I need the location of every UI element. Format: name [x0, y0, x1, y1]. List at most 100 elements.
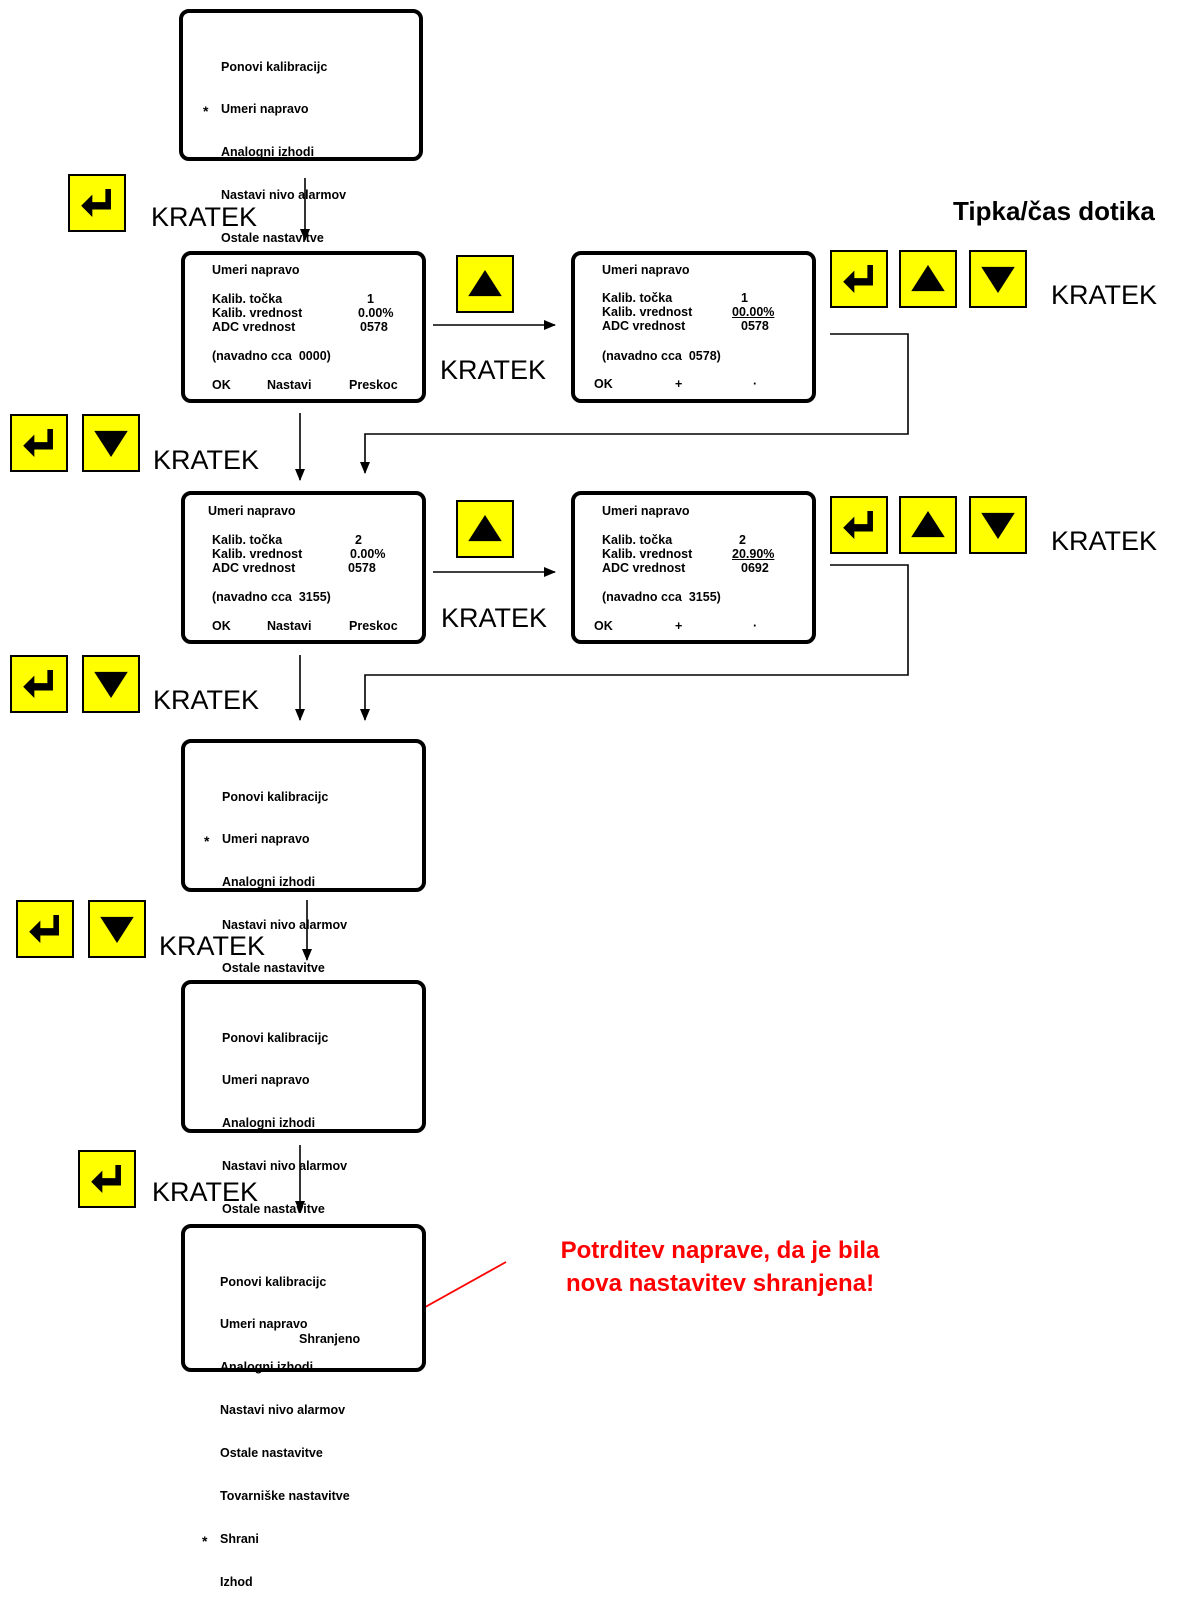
calib-value-label: Kalib. vrednost — [602, 547, 693, 561]
hint-text: (navadno cca 3155) — [212, 590, 331, 604]
menu-item: Analogni izhodi — [222, 875, 316, 890]
menu-item: Nastavi nivo alarmov — [222, 918, 348, 933]
down-key-icon — [969, 250, 1027, 308]
set-softkey: Nastavi — [267, 378, 312, 392]
skip-softkey: Preskoc — [349, 378, 398, 392]
adc-value: 0692 — [741, 561, 769, 575]
down-key-icon — [82, 414, 140, 472]
set-softkey: Nastavi — [267, 619, 312, 633]
enter-key-icon — [10, 414, 68, 472]
confirmation-note: Potrditev naprave, da je bila nova nasta… — [520, 1234, 920, 1300]
calib-value-label: Kalib. vrednost — [212, 306, 303, 320]
up-key-icon — [456, 500, 514, 558]
menu-list: Ponovi kalibracijc Umeri napravo Analogn… — [202, 1246, 350, 1618]
down-key-icon — [82, 655, 140, 713]
menu-item: Ostale nastavitve — [220, 1446, 323, 1461]
ok-softkey: OK — [594, 619, 613, 633]
enter-key-icon — [16, 900, 74, 958]
calibration-edit-screen-2: Umeri napravo Kalib. točka 2 Kalib. vred… — [571, 491, 816, 644]
keypress-duration-heading: Tipka/čas dotika — [953, 196, 1155, 226]
menu-item: Nastavi nivo alarmov — [221, 188, 347, 203]
screen-title: Umeri napravo — [208, 504, 296, 518]
ok-softkey: OK — [594, 377, 613, 391]
saved-status-text: Shranjeno — [299, 1332, 361, 1346]
screen-title: Umeri napravo — [602, 263, 690, 277]
enter-key-icon — [68, 174, 126, 232]
menu-item: Ostale nastavitve — [221, 231, 324, 246]
calib-value: 00.00% — [732, 305, 775, 319]
note-line-1: Potrditev naprave, da je bila — [560, 1237, 880, 1264]
plus-softkey: + — [675, 377, 683, 391]
calib-point-value: 2 — [355, 533, 362, 547]
kratek-label: KRATEK — [1051, 526, 1158, 556]
menu-item: Ponovi kalibracijc — [222, 1030, 329, 1045]
cursor-mark: * — [204, 833, 210, 850]
menu-screen-3: Ponovi kalibracijc Umeri napravo Analogn… — [181, 980, 426, 1345]
enter-key-icon — [830, 496, 888, 554]
kratek-label: KRATEK — [151, 202, 258, 232]
menu-item: Ponovi kalibracijc — [222, 789, 329, 804]
adc-value: 0578 — [741, 319, 769, 333]
kratek-label: KRATEK — [153, 445, 260, 475]
menu-item: Ponovi kalibracijc — [220, 1274, 327, 1289]
hint-text: (navadno cca 0000) — [212, 349, 331, 363]
calib-value-label: Kalib. vrednost — [212, 547, 303, 561]
kratek-label: KRATEK — [152, 1177, 259, 1207]
ok-softkey: OK — [212, 378, 231, 392]
adc-label: ADC vrednost — [602, 561, 686, 575]
menu-item: Analogni izhodi — [220, 1360, 314, 1375]
calib-point-value: 1 — [367, 292, 374, 306]
calibration-screen-1: Umeri napravo Kalib. točka 1 Kalib. vred… — [181, 251, 426, 403]
return-path-1 — [360, 333, 909, 474]
kratek-label: KRATEK — [441, 603, 548, 633]
menu-screen-1: Ponovi kalibracijc * Umeri napravo Analog… — [179, 9, 423, 374]
down-key-icon — [969, 496, 1027, 554]
calib-point-label: Kalib. točka — [602, 533, 673, 547]
kratek-label: KRATEK — [153, 685, 260, 715]
menu-item: Analogni izhodi — [221, 145, 315, 160]
up-key-icon — [899, 250, 957, 308]
calib-value: 20.90% — [732, 547, 775, 561]
enter-key-icon — [10, 655, 68, 713]
adc-label: ADC vrednost — [602, 319, 686, 333]
screen-title: Umeri napravo — [212, 263, 300, 277]
calib-point-label: Kalib. točka — [212, 533, 283, 547]
menu-item: Ostale nastavitve — [222, 961, 325, 976]
plus-softkey: + — [675, 619, 683, 633]
calib-value: 0.00% — [350, 547, 386, 561]
screen-title: Umeri napravo — [602, 504, 690, 518]
adc-label: ADC vrednost — [212, 561, 296, 575]
menu-item: Izhod — [220, 1574, 253, 1589]
menu-item: Nastavi nivo alarmov — [220, 1403, 346, 1418]
dot-softkey: · — [753, 619, 758, 633]
calibration-screen-2: Umeri napravo Kalib. točka 2 Kalib. vred… — [181, 491, 426, 644]
cursor-mark: * — [203, 103, 209, 120]
enter-key-icon — [78, 1150, 136, 1208]
menu-item: *Shrani — [202, 1531, 259, 1549]
menu-item: Tovarniške nastavitve — [220, 1489, 350, 1504]
skip-softkey: Preskoc — [349, 619, 398, 633]
kratek-label: KRATEK — [440, 355, 547, 385]
menu-item: Umeri napravo — [220, 1317, 308, 1332]
return-path-2 — [360, 564, 909, 721]
up-key-icon — [456, 255, 514, 313]
menu-item: Ponovi kalibracijc — [221, 59, 328, 74]
note-line-2: nova nastavitev shranjena! — [565, 1270, 875, 1297]
calib-value: 0.00% — [358, 306, 394, 320]
adc-value: 0578 — [360, 320, 388, 334]
menu-item: *Umeri napravo — [204, 832, 310, 850]
menu-item: Umeri napravo — [222, 1073, 310, 1088]
menu-item: Analogni izhodi — [222, 1116, 316, 1131]
calib-point-label: Kalib. točka — [212, 292, 283, 306]
calib-point-label: Kalib. točka — [602, 291, 673, 305]
calib-value-label: Kalib. vrednost — [602, 305, 693, 319]
menu-screen-4: Ponovi kalibracijc Umeri napravo Analogn… — [181, 1224, 426, 1589]
hint-text: (navadno cca 3155) — [602, 590, 721, 604]
enter-key-icon — [830, 250, 888, 308]
dot-softkey: · — [753, 377, 758, 391]
kratek-label: KRATEK — [159, 931, 266, 961]
kratek-label: KRATEK — [1051, 280, 1158, 310]
menu-item: Nastavi nivo alarmov — [222, 1159, 348, 1174]
up-key-icon — [899, 496, 957, 554]
ok-softkey: OK — [212, 619, 231, 633]
